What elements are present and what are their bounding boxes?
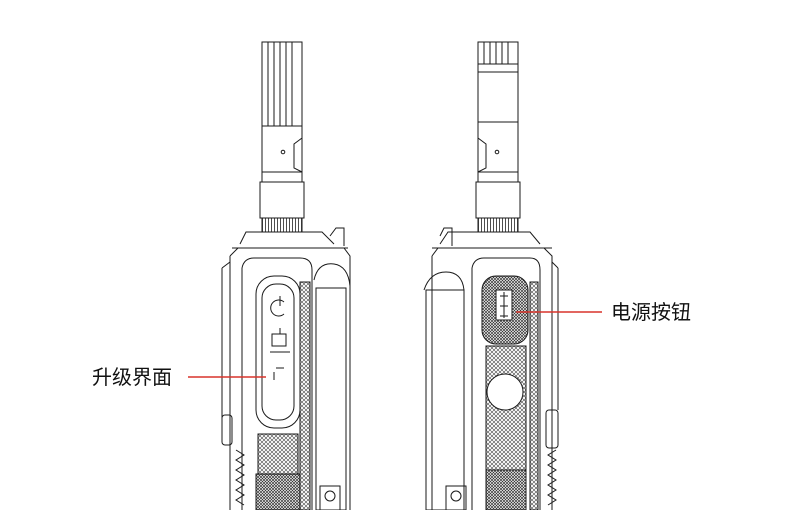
radio-left: [221, 41, 351, 510]
power-button: [481, 275, 529, 345]
radio-right: [423, 41, 559, 510]
body-right: [423, 247, 559, 510]
antenna-right: [475, 41, 521, 233]
antenna-left: [259, 41, 305, 233]
upgrade-port-label: 升级界面: [92, 365, 172, 389]
power-button-label: 电源按钮: [611, 300, 691, 324]
body-left: [221, 247, 351, 510]
upgrade-port-cover: [255, 275, 301, 429]
